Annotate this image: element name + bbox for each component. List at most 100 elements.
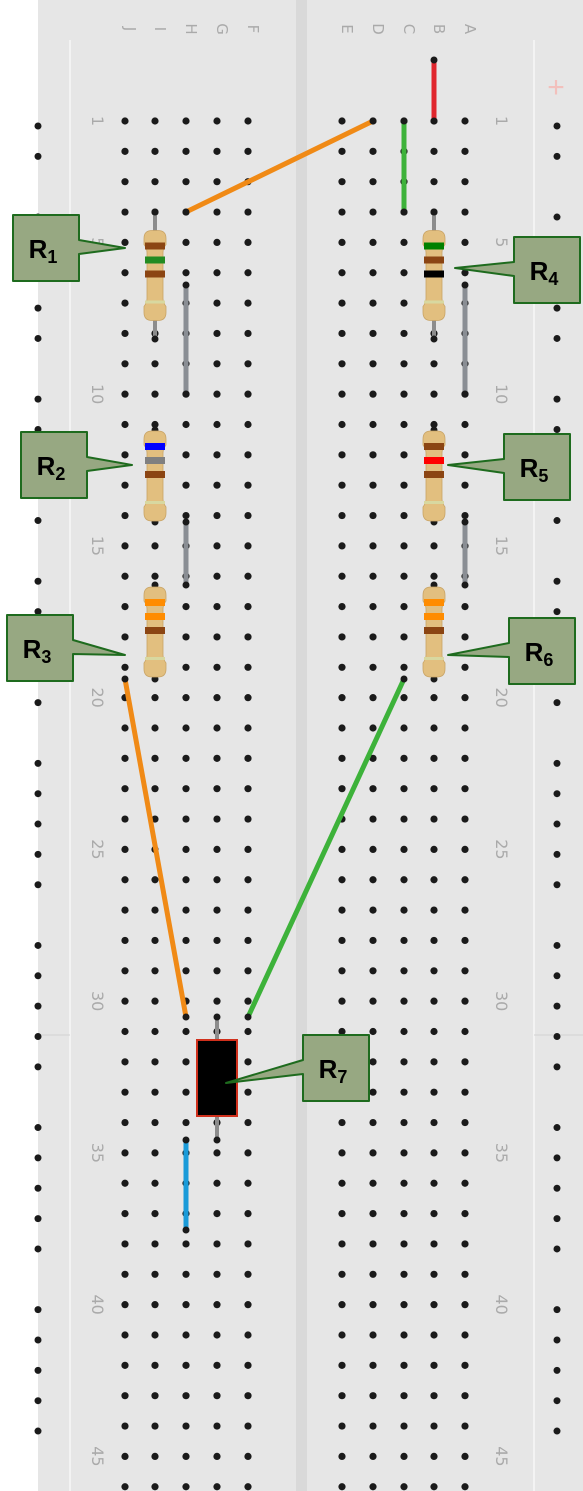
hole <box>461 1058 469 1066</box>
hole <box>244 390 252 398</box>
hole <box>151 936 159 945</box>
hole <box>121 876 129 884</box>
hole <box>369 542 377 550</box>
hole <box>182 1118 190 1127</box>
hole <box>121 633 129 641</box>
hole <box>151 694 159 702</box>
label-callout <box>20 431 133 499</box>
rail-hole <box>34 759 42 767</box>
hole <box>244 1452 252 1460</box>
hole <box>461 1179 469 1187</box>
hole <box>213 603 221 611</box>
hole <box>121 329 129 338</box>
hole <box>244 1422 252 1430</box>
hole <box>213 785 221 793</box>
hole <box>121 360 129 368</box>
wire-gray-2-end <box>182 518 190 526</box>
wire-orange-top-end <box>369 117 377 125</box>
rail-hole <box>34 1306 42 1314</box>
tolerance-band <box>145 501 165 504</box>
hole <box>369 451 377 459</box>
hole <box>400 1210 408 1218</box>
hole <box>430 147 438 155</box>
hole <box>461 724 469 732</box>
hole <box>369 1483 377 1491</box>
hole <box>182 451 190 459</box>
hole <box>430 967 438 975</box>
hole <box>213 724 221 732</box>
rail-hole <box>553 1397 561 1405</box>
hole <box>430 1179 438 1187</box>
hole <box>400 420 408 429</box>
hole <box>461 603 469 611</box>
rail-hole <box>553 1154 561 1162</box>
hole <box>400 1270 408 1278</box>
row-number: 30 <box>492 991 511 1011</box>
wire-gray-3-end <box>461 281 469 289</box>
hole <box>400 390 408 398</box>
hole <box>369 1301 377 1309</box>
wire-gray-4-end <box>461 518 469 526</box>
rail-hole <box>34 577 42 585</box>
center-channel <box>296 0 307 1491</box>
hole <box>369 1027 377 1036</box>
hole <box>430 906 438 914</box>
hole <box>430 360 438 368</box>
hole <box>182 1058 190 1066</box>
hole <box>151 1088 159 1096</box>
hole <box>182 663 190 671</box>
hole <box>369 269 377 277</box>
hole <box>461 663 469 671</box>
hole <box>213 906 221 914</box>
hole <box>151 1058 159 1066</box>
hole <box>400 936 408 945</box>
hole <box>121 603 129 611</box>
hole <box>338 329 346 338</box>
hole <box>244 269 252 277</box>
resistor-band <box>145 242 165 250</box>
lead-end <box>430 208 438 216</box>
rail-hole <box>34 1184 42 1192</box>
hole <box>244 1088 252 1096</box>
hole <box>182 815 190 823</box>
hole <box>369 329 377 338</box>
hole <box>151 1210 159 1218</box>
hole <box>213 420 221 429</box>
hole <box>430 1118 438 1127</box>
label-callout <box>447 433 571 501</box>
hole <box>338 633 346 641</box>
hole <box>400 542 408 550</box>
hole <box>121 1392 129 1400</box>
column-letter: E <box>338 24 356 33</box>
hole <box>244 936 252 945</box>
hole <box>400 299 408 307</box>
hole <box>369 1149 377 1157</box>
hole <box>430 542 438 550</box>
wire-blue-end <box>182 1226 190 1234</box>
hole <box>369 1240 377 1248</box>
row-number: 5 <box>492 237 511 247</box>
wire-green-short-end <box>400 208 408 216</box>
hole <box>369 633 377 641</box>
hole <box>400 572 408 580</box>
resistor-r7 <box>196 1013 238 1144</box>
hole <box>400 663 408 671</box>
r7-body <box>196 1039 238 1117</box>
hole <box>461 1088 469 1096</box>
hole <box>182 967 190 975</box>
hole <box>121 754 129 762</box>
hole <box>338 876 346 884</box>
hole <box>338 936 346 945</box>
hole <box>430 1392 438 1400</box>
hole <box>400 511 408 520</box>
hole <box>121 997 129 1005</box>
hole <box>213 815 221 823</box>
wire-gray-1-end <box>182 281 190 289</box>
hole <box>121 269 129 277</box>
hole <box>244 117 252 125</box>
hole <box>338 785 346 793</box>
hole <box>244 329 252 338</box>
hole <box>151 390 159 398</box>
label-text: R6 <box>525 637 554 670</box>
label-text: R7 <box>319 1054 348 1087</box>
